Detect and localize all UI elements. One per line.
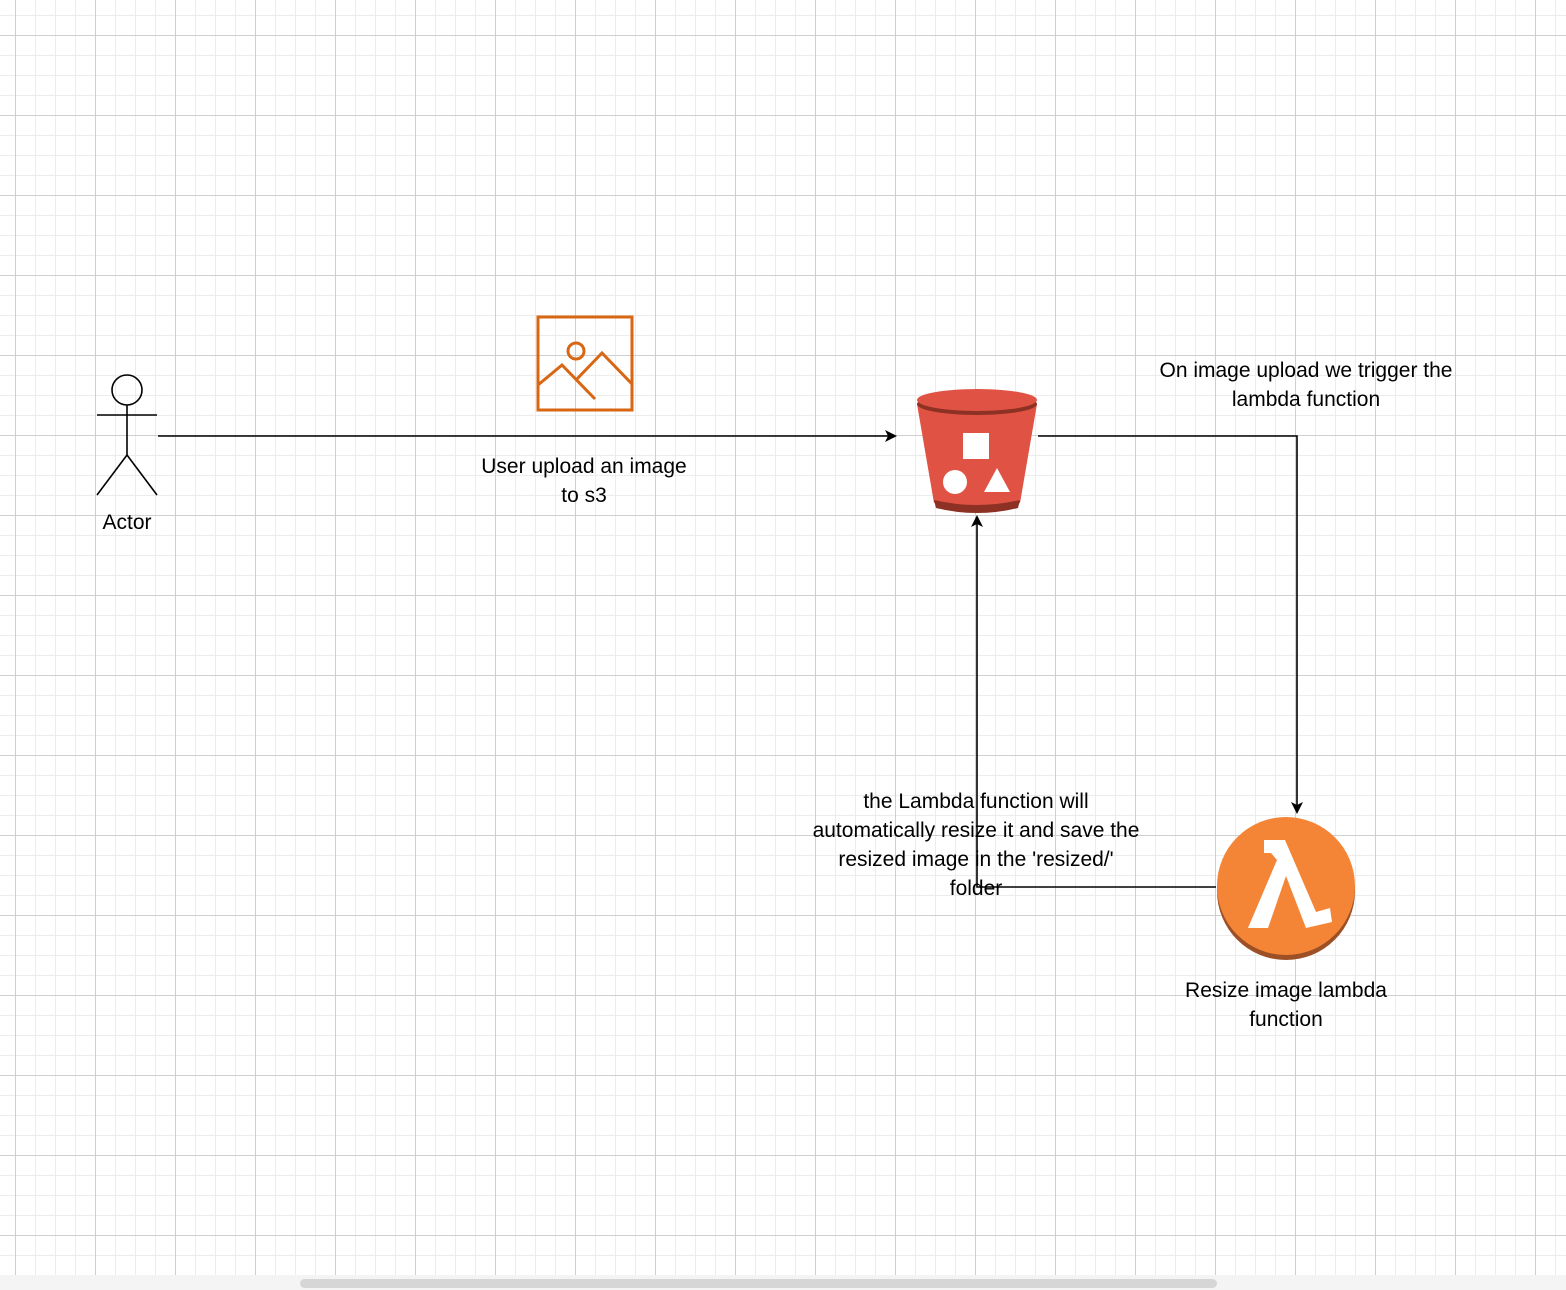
resize-edge-label[interactable]: the Lambda function will automatically r…	[812, 790, 1140, 900]
actor-label: Actor	[102, 511, 152, 534]
trigger-edge-label[interactable]: On image upload we trigger the lambda fu…	[1159, 359, 1453, 411]
actor-icon[interactable]	[96, 374, 158, 496]
image-icon[interactable]	[536, 315, 634, 412]
trigger-edge[interactable]	[1038, 435, 1303, 814]
lambda-icon[interactable]	[1217, 817, 1355, 960]
upload-edge-label[interactable]: User upload an image to s3	[481, 455, 687, 507]
s3-bucket-icon[interactable]	[917, 389, 1037, 513]
lambda-label: Resize image lambda function	[1185, 979, 1387, 1031]
resize-save-edge[interactable]	[971, 515, 1216, 888]
horizontal-scrollbar-thumb[interactable]	[300, 1279, 1217, 1288]
